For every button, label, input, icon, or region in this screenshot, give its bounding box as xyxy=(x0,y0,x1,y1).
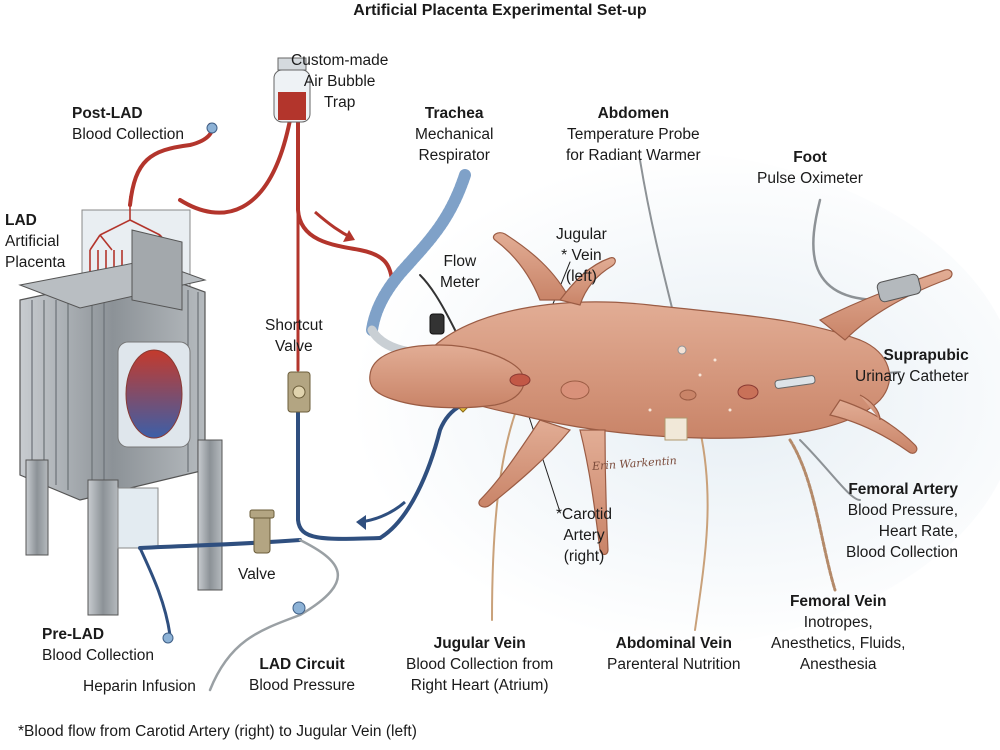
label-trachea-title: Trachea xyxy=(424,105,484,122)
label-suprapubic-title: Suprapubic xyxy=(883,347,969,364)
label-jugular-vein: Jugular Vein Blood Collection from Right… xyxy=(406,633,553,696)
subject-body xyxy=(369,232,953,556)
label-lad: LAD Artificial Placenta xyxy=(5,210,65,273)
label-abdominal-vein: Abdominal Vein Parenteral Nutrition xyxy=(607,633,741,675)
label-suprapubic-sub: Urinary Catheter xyxy=(855,368,969,385)
footnote: *Blood flow from Carotid Artery (right) … xyxy=(18,723,417,740)
label-femoral-vein: Femoral Vein Inotropes, Anesthetics, Flu… xyxy=(771,591,905,675)
label-jugular-vein-left: Jugular * Vein (left) xyxy=(556,226,607,285)
shortcut-valve-device xyxy=(287,371,311,413)
pulse-oximeter-device xyxy=(876,273,922,303)
label-air-bubble-trap: Custom-made Air Bubble Trap xyxy=(291,52,389,111)
label-post-lad-title: Post-LAD xyxy=(72,105,143,122)
lad-device xyxy=(18,196,223,616)
flow-meter-device xyxy=(429,313,445,335)
label-abdomen: Abdomen Temperature Probe for Radiant Wa… xyxy=(566,103,701,166)
label-abdominal-vein-title: Abdominal Vein xyxy=(615,635,732,652)
label-post-lad-sub: Blood Collection xyxy=(72,126,185,143)
label-jugular-vein-title: Jugular Vein xyxy=(433,635,526,652)
air-bubble-trap xyxy=(273,57,311,123)
label-pre-lad-sub: Blood Collection xyxy=(42,647,155,664)
label-jugular-vein-sub: Blood Collection from Right Heart (Atriu… xyxy=(406,656,554,694)
label-femoral-vein-sub: Inotropes, Anesthetics, Fluids, Anesthes… xyxy=(771,614,906,673)
label-lad-title: LAD xyxy=(5,212,37,229)
label-foot-sub: Pulse Oximeter xyxy=(757,170,863,187)
label-trachea-sub: Mechanical Respirator xyxy=(415,126,494,164)
label-abdomen-sub: Temperature Probe for Radiant Warmer xyxy=(566,126,701,164)
label-femoral-artery-sub: Blood Pressure, Heart Rate, Blood Collec… xyxy=(846,502,959,561)
label-pre-lad: Pre-LAD Blood Collection xyxy=(42,624,154,666)
label-foot-title: Foot xyxy=(793,149,827,166)
label-suprapubic: Suprapubic Urinary Catheter xyxy=(855,345,969,387)
label-abdominal-vein-sub: Parenteral Nutrition xyxy=(607,656,741,673)
valve-device xyxy=(249,509,275,554)
label-femoral-artery-title: Femoral Artery xyxy=(848,481,959,498)
label-lad-sub: Artificial Placenta xyxy=(5,233,66,271)
label-foot: Foot Pulse Oximeter xyxy=(757,147,863,189)
label-pre-lad-title: Pre-LAD xyxy=(42,626,105,643)
label-lad-circuit-title: LAD Circuit xyxy=(259,656,345,673)
label-femoral-artery: Femoral Artery Blood Pressure, Heart Rat… xyxy=(846,479,958,563)
label-lad-circuit-sub: Blood Pressure xyxy=(249,677,355,694)
label-flow-meter: Flow Meter xyxy=(440,253,480,291)
label-carotid-artery-right: *Carotid Artery (right) xyxy=(556,506,612,565)
label-lad-circuit: LAD Circuit Blood Pressure xyxy=(249,654,355,696)
label-shortcut-valve: Shortcut Valve xyxy=(265,317,323,355)
label-femoral-vein-title: Femoral Vein xyxy=(789,593,887,610)
label-trachea: Trachea Mechanical Respirator xyxy=(415,103,493,166)
page-title: Artificial Placenta Experimental Set-up xyxy=(353,2,647,19)
label-heparin-infusion: Heparin Infusion xyxy=(83,678,196,695)
label-post-lad: Post-LAD Blood Collection xyxy=(72,103,184,145)
label-abdomen-title: Abdomen xyxy=(597,105,670,122)
label-valve: Valve xyxy=(238,566,276,583)
arterial-flow-arrow xyxy=(314,210,353,240)
